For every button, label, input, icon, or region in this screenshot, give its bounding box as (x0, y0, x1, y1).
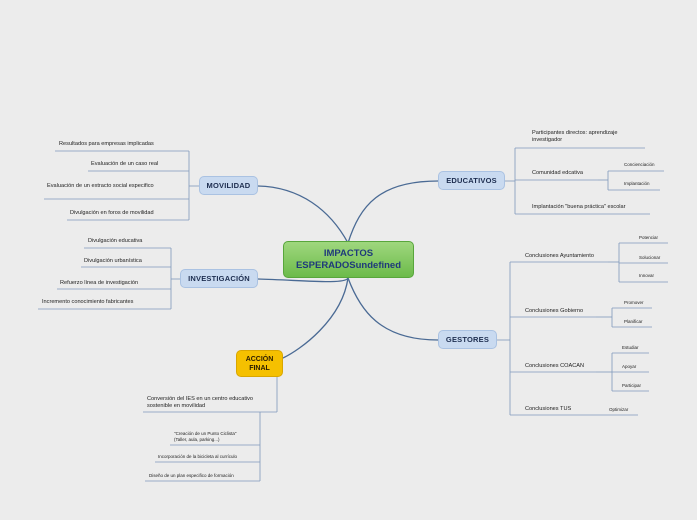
gestores-gobierno-sub-2[interactable]: Planificar (624, 319, 643, 324)
investigacion-item-1[interactable]: Divulgación educativa (88, 238, 143, 244)
gestores-ayuntamiento[interactable]: Conclusiones Ayuntamiento (525, 253, 594, 259)
topic-accion-final-line2: FINAL (249, 364, 270, 372)
central-topic[interactable]: IMPACTOS ESPERADOSundefined (283, 241, 414, 278)
gestores-ayuntamiento-sub-3[interactable]: Innovar (639, 273, 655, 278)
gestores-ayuntamiento-sub-2[interactable]: Solucionar (639, 255, 661, 260)
movilidad-item-3[interactable]: Evaluación de un extracto social especif… (47, 183, 154, 189)
investigacion-item-4[interactable]: Incremento conocimiento fabricantes (42, 299, 134, 305)
topic-gestores[interactable]: GESTORES (438, 330, 497, 349)
topic-accion-final-line1: ACCIÓN (245, 355, 274, 363)
movilidad-item-2[interactable]: Evaluación de un caso real (91, 161, 159, 167)
gestores-ayuntamiento-sub-1[interactable]: Potenciar (639, 235, 659, 240)
gestores-tus-sub-1[interactable]: Optimizar (609, 407, 629, 412)
gestores-gobierno-sub-1[interactable]: Promover (624, 300, 644, 305)
educativos-comunidad-sub-1[interactable]: Concienciación (624, 162, 655, 167)
gestores-coacan-sub-2[interactable]: Apoyar (622, 364, 637, 369)
investigacion-item-3[interactable]: Refuerzo línea de investigación (60, 280, 139, 286)
educativos-implantacion[interactable]: Implantación "buena práctica" escolar (532, 204, 626, 210)
gestores-coacan-sub-3[interactable]: Participar (622, 383, 642, 388)
educativos-participantes[interactable]: Participantes directos: aprendizaje inve… (532, 130, 618, 143)
topic-accion-final[interactable]: ACCIÓN FINAL (236, 350, 283, 377)
topic-educativos-label: EDUCATIVOS (446, 176, 497, 185)
central-topic-line2: ESPERADOSundefined (295, 259, 402, 271)
accion-item-4[interactable]: Diseño de un plan especifico de formació… (149, 473, 234, 478)
accion-item-3[interactable]: Incorporación de la bicicleta al currícu… (158, 454, 238, 459)
gestores-tus[interactable]: Conclusiones TUS (525, 406, 572, 412)
topic-investigacion[interactable]: INVESTIGACIÓN (180, 269, 258, 288)
investigacion-item-2[interactable]: Divulgación urbanística (84, 258, 142, 264)
central-topic-line1: IMPACTOS (323, 247, 374, 259)
gestores-gobierno[interactable]: Conclusiones Gobierno (525, 308, 584, 314)
accion-item-2[interactable]: "Creación de un Punto Ciclista" (Taller,… (174, 431, 237, 442)
topic-investigacion-label: INVESTIGACIÓN (188, 274, 250, 283)
educativos-comunidad[interactable]: Comunidad edcativa (532, 170, 583, 176)
accion-item-1[interactable]: Conversión del IES en un centro educativ… (147, 396, 254, 409)
movilidad-item-1[interactable]: Resultados para empresas implicadas (59, 141, 154, 147)
gestores-coacan-sub-1[interactable]: Estudiar (622, 345, 639, 350)
educativos-comunidad-sub-2[interactable]: Implantación (624, 181, 650, 186)
movilidad-item-4[interactable]: Divulgación en foros de movilidad (70, 210, 154, 216)
topic-movilidad[interactable]: MOVILIDAD (199, 176, 258, 195)
topic-movilidad-label: MOVILIDAD (206, 181, 251, 190)
topic-educativos[interactable]: EDUCATIVOS (438, 171, 505, 190)
topic-gestores-label: GESTORES (445, 335, 490, 344)
gestores-coacan[interactable]: Conclusiones COACAN (525, 363, 585, 369)
